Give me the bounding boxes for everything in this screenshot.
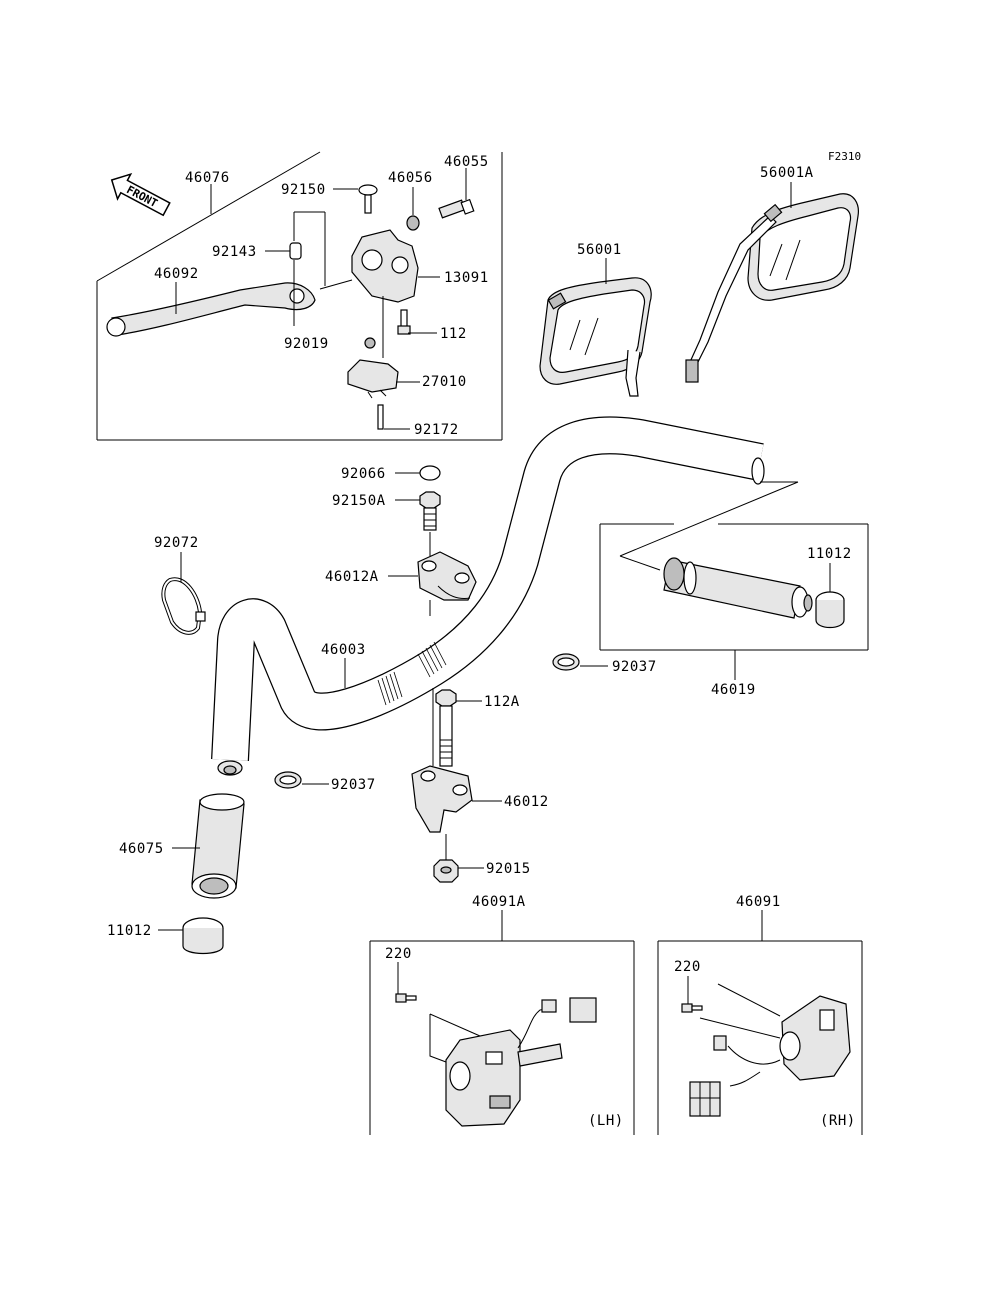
holder-46012 xyxy=(411,765,473,833)
screw-92172 xyxy=(377,404,384,430)
label-112: 112 xyxy=(440,326,467,342)
label-46076: 46076 xyxy=(185,170,230,186)
label-46056: 46056 xyxy=(388,170,433,186)
leader-lines-handlebar xyxy=(158,472,831,931)
switch-housing-rh xyxy=(689,983,851,1117)
leader-lines-switches xyxy=(397,962,689,1004)
lever-holder xyxy=(319,229,419,303)
screw-112 xyxy=(397,309,411,335)
part-labels: 46076 46055 92150 46056 92143 46092 1309… xyxy=(107,154,856,1129)
mirror-56001 xyxy=(539,277,652,397)
screw-220-lh xyxy=(395,993,417,1003)
label-46019: 46019 xyxy=(711,682,756,698)
rh-switch-frame xyxy=(657,910,863,1135)
bolt-92150A xyxy=(419,491,441,531)
clamp-92037-left xyxy=(274,771,302,789)
switch-housing-lh xyxy=(429,997,597,1127)
front-arrow-icon: FRONT xyxy=(110,172,171,217)
switch-27010 xyxy=(347,359,399,399)
label-92066: 92066 xyxy=(341,466,386,482)
leader-lines-lever xyxy=(175,168,467,430)
cap-92066 xyxy=(419,465,441,481)
label-46012A: 46012A xyxy=(325,569,379,585)
throttle-grip-46019 xyxy=(663,557,813,619)
label-46055: 46055 xyxy=(444,154,489,170)
label-46091: 46091 xyxy=(736,894,781,910)
grip-46075 xyxy=(191,793,245,899)
label-112A: 112A xyxy=(484,694,520,710)
bolt-112A xyxy=(435,689,457,767)
label-92150: 92150 xyxy=(281,182,326,198)
leader-lines-mirrors xyxy=(605,182,792,284)
lever-assembly-frame xyxy=(96,151,503,441)
clamp-92037-right xyxy=(552,653,580,671)
nut-small xyxy=(364,337,376,349)
label-27010: 27010 xyxy=(422,374,467,390)
bolt-92150 xyxy=(358,184,378,214)
label-92072: 92072 xyxy=(154,535,199,551)
label-46012: 46012 xyxy=(504,794,549,810)
label-46003: 46003 xyxy=(321,642,366,658)
nut-92015 xyxy=(433,859,459,883)
handlebar-46003 xyxy=(211,416,765,776)
label-92015: 92015 xyxy=(486,861,531,877)
lh-switch-frame xyxy=(369,910,635,1135)
screw-220-rh xyxy=(681,1003,703,1013)
label-92037-right: 92037 xyxy=(612,659,657,675)
clutch-lever xyxy=(106,282,316,337)
label-220-rh: 220 xyxy=(674,959,701,975)
pin-92143 xyxy=(289,242,302,260)
label-11012-bottom: 11012 xyxy=(107,923,152,939)
clamp-92072 xyxy=(161,577,206,635)
bar-end-11012-top xyxy=(815,591,845,629)
label-rh-side: (RH) xyxy=(820,1113,856,1129)
label-lh-side: (LH) xyxy=(588,1113,624,1129)
bolt-46055 xyxy=(438,198,475,219)
label-56001A: 56001A xyxy=(760,165,814,181)
label-92019: 92019 xyxy=(284,336,329,352)
label-92037-left: 92037 xyxy=(331,777,376,793)
mirror-56001A xyxy=(685,193,859,383)
label-46075: 46075 xyxy=(119,841,164,857)
throttle-grip-frame xyxy=(599,481,869,651)
front-label: FRONT xyxy=(124,183,160,210)
holder-46012A xyxy=(417,551,477,601)
label-56001: 56001 xyxy=(577,242,622,258)
label-11012-top: 11012 xyxy=(807,546,852,562)
label-92143: 92143 xyxy=(212,244,257,260)
label-92150A: 92150A xyxy=(332,493,386,509)
label-46091A: 46091A xyxy=(472,894,526,910)
figure-code: F2310 xyxy=(828,150,861,163)
label-220-lh: 220 xyxy=(385,946,412,962)
label-46092: 46092 xyxy=(154,266,199,282)
label-13091: 13091 xyxy=(444,270,489,286)
washer-46056 xyxy=(406,215,420,231)
label-92172: 92172 xyxy=(414,422,459,438)
bar-end-11012-bottom xyxy=(182,917,224,955)
